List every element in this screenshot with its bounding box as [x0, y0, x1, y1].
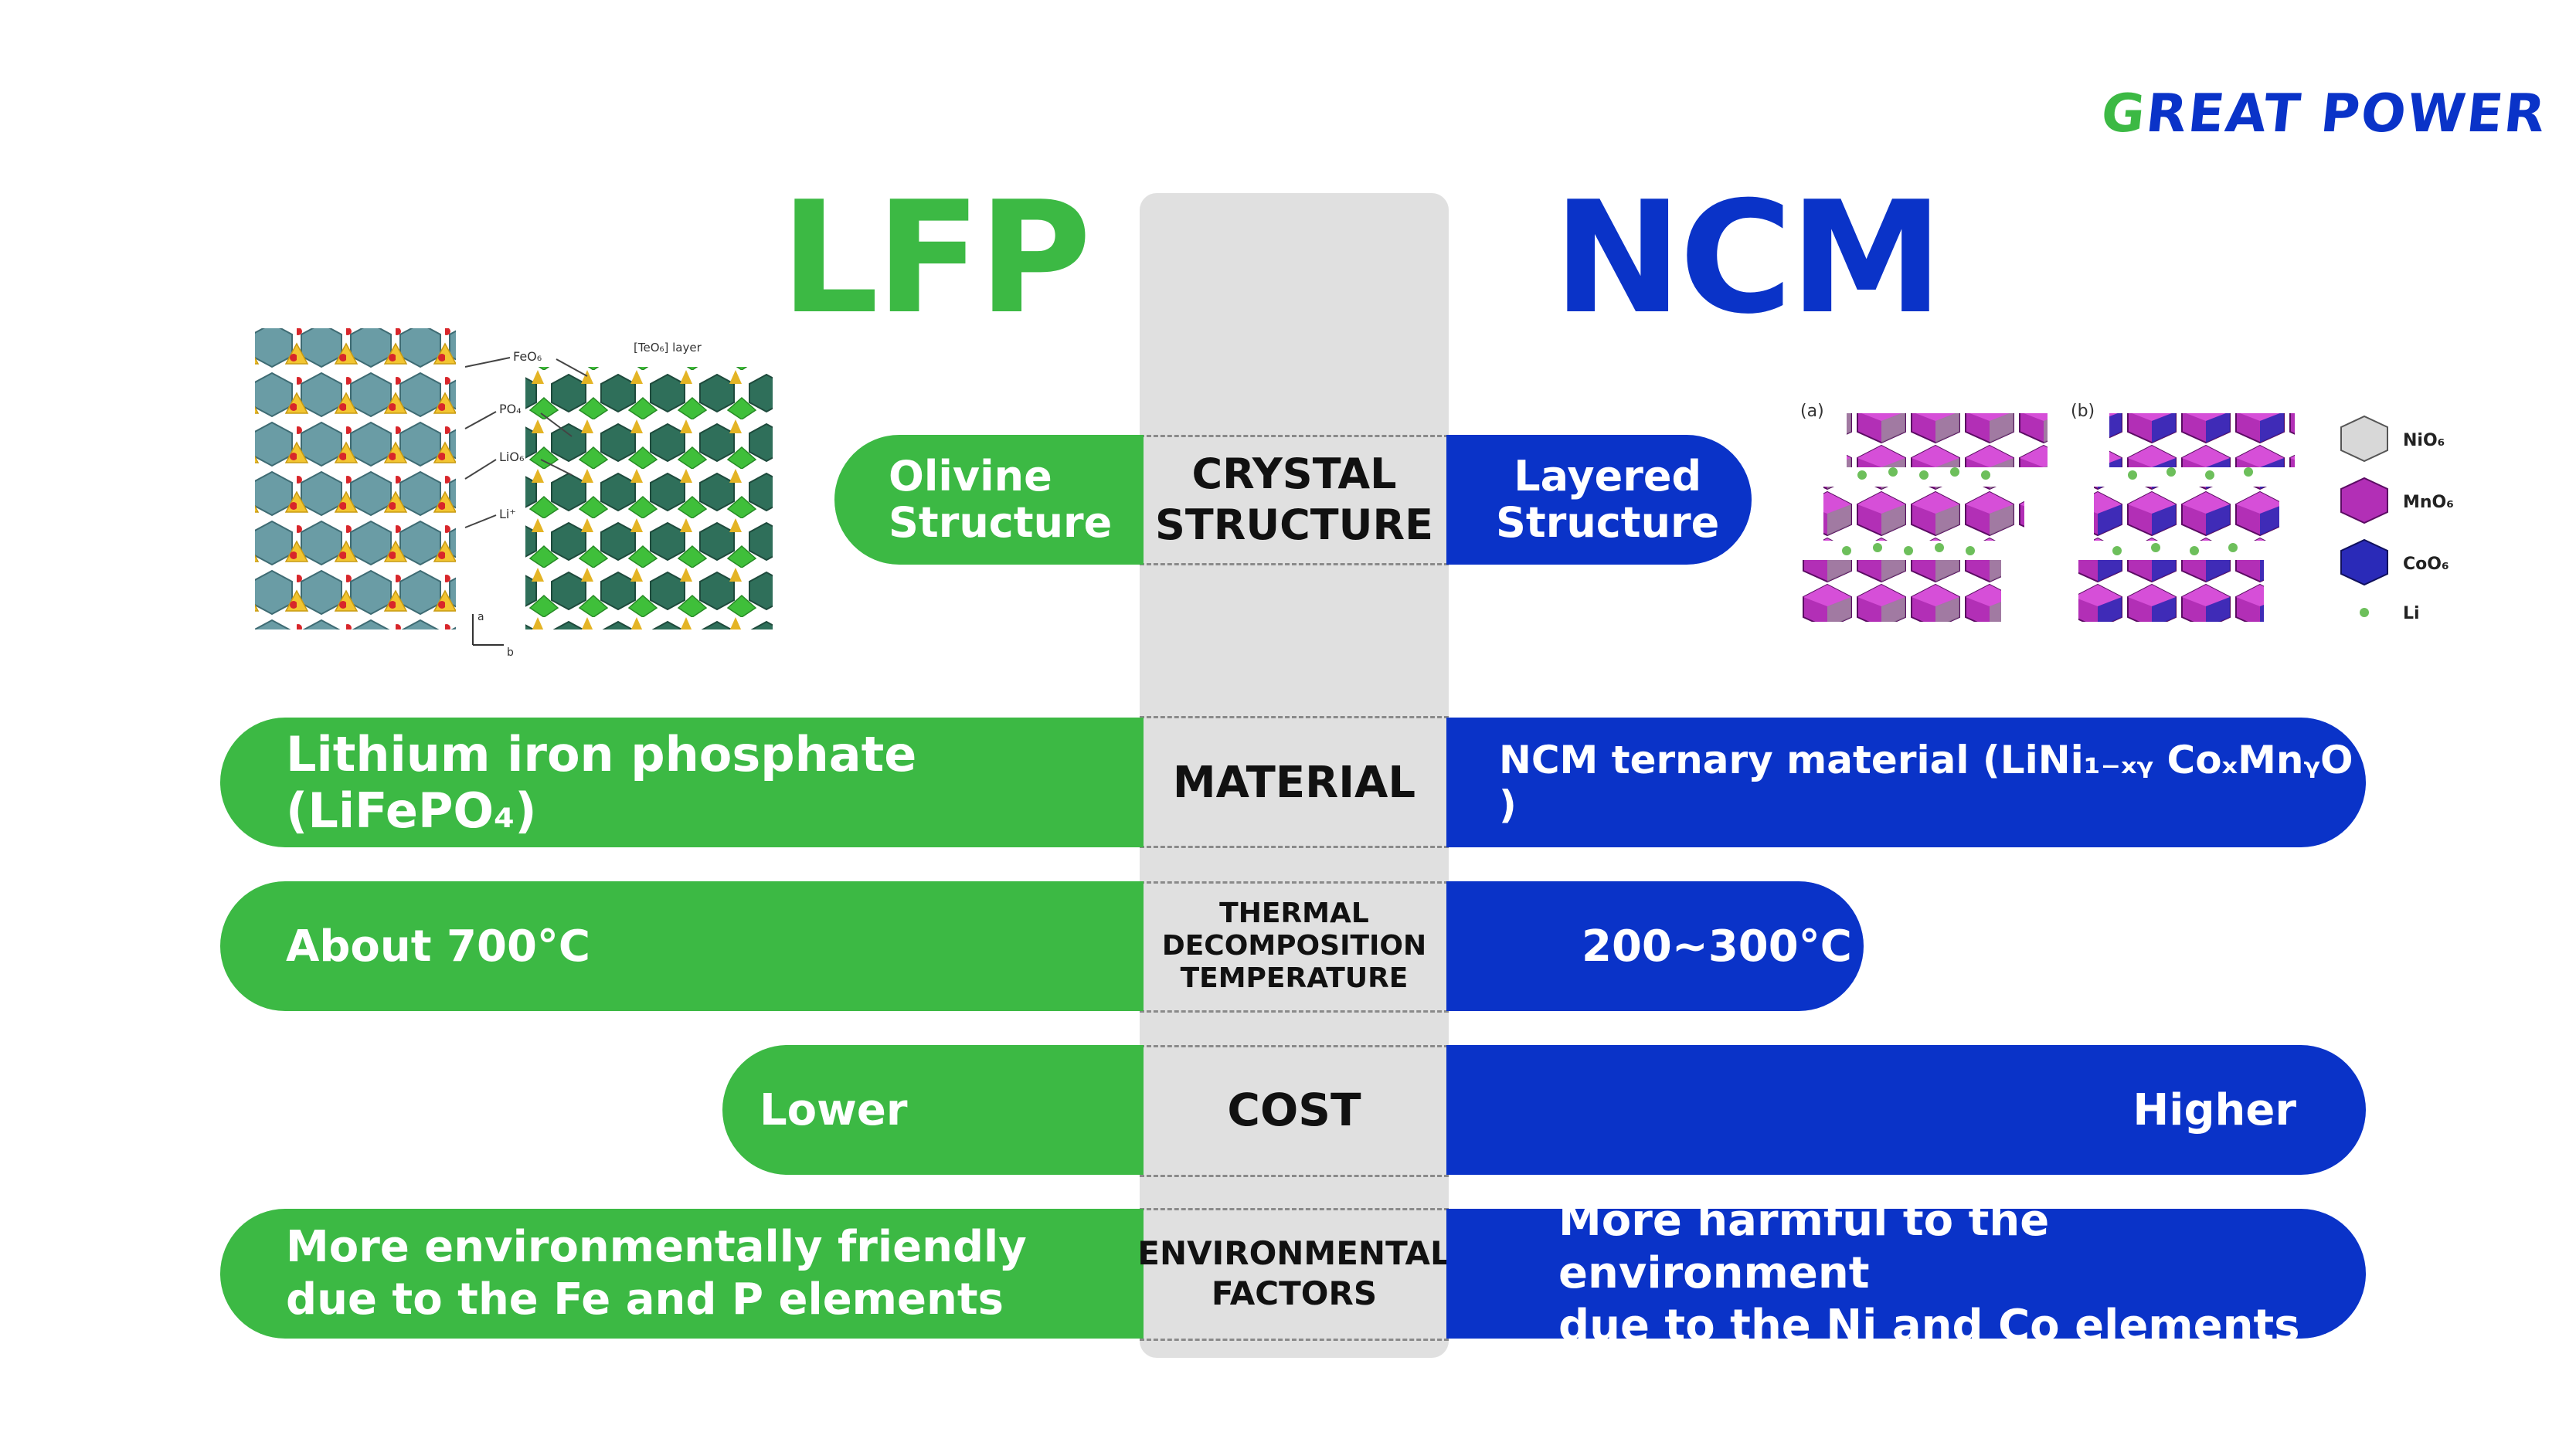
ncm-structure-illustration: (a) (b) NiO₆ MnO₆ CoO₆ Li: [1800, 402, 2454, 623]
nio6-legend-label: NiO₆: [2403, 431, 2445, 450]
lfp-environmental-text: More environmentally friendly due to the…: [286, 1222, 1027, 1325]
ncm-cost-pill: Higher: [1446, 1045, 2366, 1175]
ncm-cost-text: Higher: [2133, 1084, 2296, 1135]
lfp-cost-pill: Lower: [722, 1045, 1144, 1175]
logo-letter-g: G: [2098, 83, 2149, 144]
lfp-thermal-text: About 700°C: [286, 921, 591, 972]
lfp-environmental-pill: More environmentally friendly due to the…: [220, 1209, 1144, 1339]
logo-text: REAT POWER: [2143, 83, 2550, 144]
row-divider: [1140, 881, 1449, 884]
thermal-decomposition-label: THERMAL DECOMPOSITION TEMPERATURE: [1140, 881, 1449, 1011]
ncm-material-pill: NCM ternary material (LiNi₁₋ₓᵧ CoₓMnᵧO ): [1446, 718, 2366, 847]
lfp-thermal-pill: About 700°C: [220, 881, 1144, 1011]
ncm-crystal-structure-pill: Layered Structure: [1446, 435, 1752, 565]
po4-label: PO₄: [499, 402, 522, 416]
crystal-structure-label-text: CRYSTAL STRUCTURE: [1155, 450, 1433, 549]
panel-b-label: (b): [2071, 402, 2095, 421]
li-legend-label: Li: [2403, 604, 2420, 623]
row-divider: [1140, 563, 1449, 565]
row-divider: [1140, 1045, 1449, 1047]
mno6-legend-label: MnO₆: [2403, 493, 2454, 512]
material-label-text: MATERIAL: [1172, 757, 1416, 808]
lio6-label: LiO₆: [499, 450, 524, 464]
ncm-crystal-structure-text: Layered Structure: [1496, 452, 1720, 547]
lfp-crystal-structure-pill: Olivine Structure: [834, 435, 1144, 565]
cost-label: COST: [1140, 1045, 1449, 1175]
teo6-layer-label: [TeO₆] layer: [634, 341, 702, 355]
mno6-legend-swatch: [2340, 477, 2388, 524]
axis-b-label: b: [507, 646, 514, 659]
ncm-environmental-pill: More harmful to the environment due to t…: [1446, 1196, 2366, 1351]
lfp-material-pill: Lithium iron phosphate (LiFePO₄): [220, 718, 1144, 847]
lfp-structure-illustration: FeO₆ [TeO₆] layer PO₄ LiO₆ Li⁺ a b: [255, 328, 773, 659]
lfp-heading: LFP: [780, 168, 1092, 348]
coo6-legend-label: CoO₆: [2403, 555, 2449, 574]
cost-label-text: COST: [1227, 1084, 1361, 1136]
lfp-olivine-structure-image: FeO₆ [TeO₆] layer PO₄ LiO₆ Li⁺ a b: [247, 321, 788, 660]
li-legend-swatch: [2360, 608, 2369, 617]
lfp-cost-text: Lower: [760, 1084, 908, 1135]
row-divider: [1140, 1208, 1449, 1210]
row-divider: [1140, 1339, 1449, 1341]
material-label: MATERIAL: [1140, 718, 1449, 847]
environmental-factors-label: ENVIRONMENTAL FACTORS: [1137, 1209, 1451, 1339]
nio6-legend-swatch: [2340, 415, 2388, 463]
axis-a-label: a: [477, 611, 484, 623]
row-divider: [1140, 435, 1449, 437]
ncm-environmental-text: More harmful to the environment due to t…: [1558, 1196, 2300, 1351]
panel-a-label: (a): [1800, 402, 1824, 421]
environmental-factors-label-text: ENVIRONMENTAL FACTORS: [1137, 1234, 1451, 1312]
lfp-material-text: Lithium iron phosphate (LiFePO₄): [286, 726, 917, 839]
feo6-label: FeO₆: [513, 349, 542, 364]
coo6-legend-swatch: [2340, 538, 2388, 586]
ncm-thermal-pill: 200~300°C: [1446, 881, 1864, 1011]
row-divider: [1140, 1175, 1449, 1177]
row-divider: [1140, 716, 1449, 718]
ncm-thermal-text: 200~300°C: [1582, 921, 1852, 972]
ncm-layered-structure-image: (a) (b) NiO₆ MnO₆ CoO₆ Li: [1800, 398, 2496, 633]
center-category-column: [1140, 193, 1449, 1358]
ncm-heading: NCM: [1553, 168, 1943, 348]
li-ion-label: Li⁺: [499, 507, 516, 521]
great-power-logo: GREAT POWER: [2099, 83, 2550, 144]
lfp-crystal-structure-text: Olivine Structure: [889, 452, 1113, 547]
ncm-material-text: NCM ternary material (LiNi₁₋ₓᵧ CoₓMnᵧO ): [1499, 738, 2353, 827]
thermal-decomposition-label-text: THERMAL DECOMPOSITION TEMPERATURE: [1161, 898, 1427, 994]
row-divider: [1140, 1010, 1449, 1013]
crystal-structure-label: CRYSTAL STRUCTURE: [1140, 435, 1449, 565]
row-divider: [1140, 846, 1449, 848]
